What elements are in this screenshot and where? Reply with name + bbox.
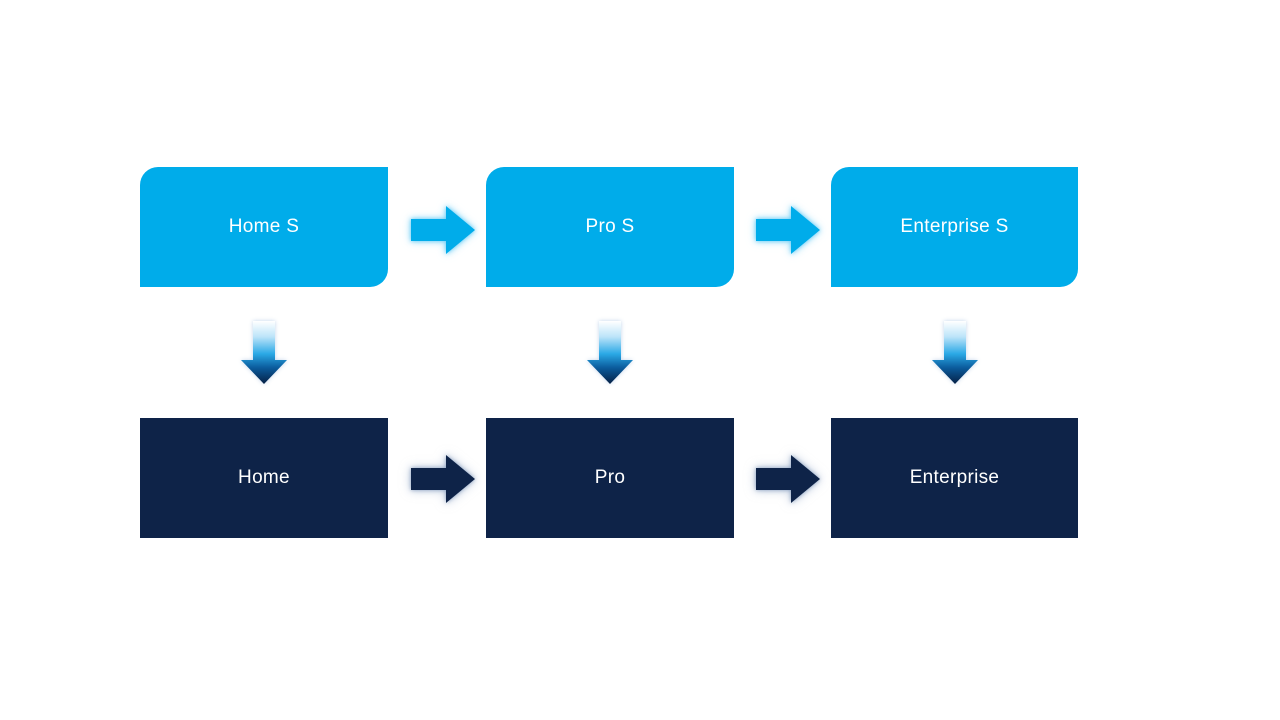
- right-arrow-icon: [409, 450, 477, 508]
- down-arrow-icon: [587, 321, 633, 384]
- down-arrow-icon: [241, 321, 287, 384]
- node-pro-s-label: Pro S: [585, 216, 635, 237]
- node-enterprise: Enterprise: [831, 418, 1078, 538]
- node-home-label: Home: [238, 467, 290, 488]
- node-enterprise-s: Enterprise S: [831, 167, 1078, 287]
- down-arrow-icon: [932, 321, 978, 384]
- right-arrow-icon: [409, 201, 477, 259]
- node-enterprise-s-label: Enterprise S: [900, 216, 1009, 237]
- right-arrow-icon: [754, 201, 822, 259]
- node-enterprise-label: Enterprise: [909, 467, 1000, 488]
- node-home-s: Home S: [140, 167, 388, 287]
- node-home-s-label: Home S: [228, 216, 300, 237]
- node-pro: Pro: [486, 418, 734, 538]
- node-home: Home: [140, 418, 388, 538]
- node-pro-s: Pro S: [486, 167, 734, 287]
- node-pro-label: Pro: [594, 467, 626, 488]
- right-arrow-icon: [754, 450, 822, 508]
